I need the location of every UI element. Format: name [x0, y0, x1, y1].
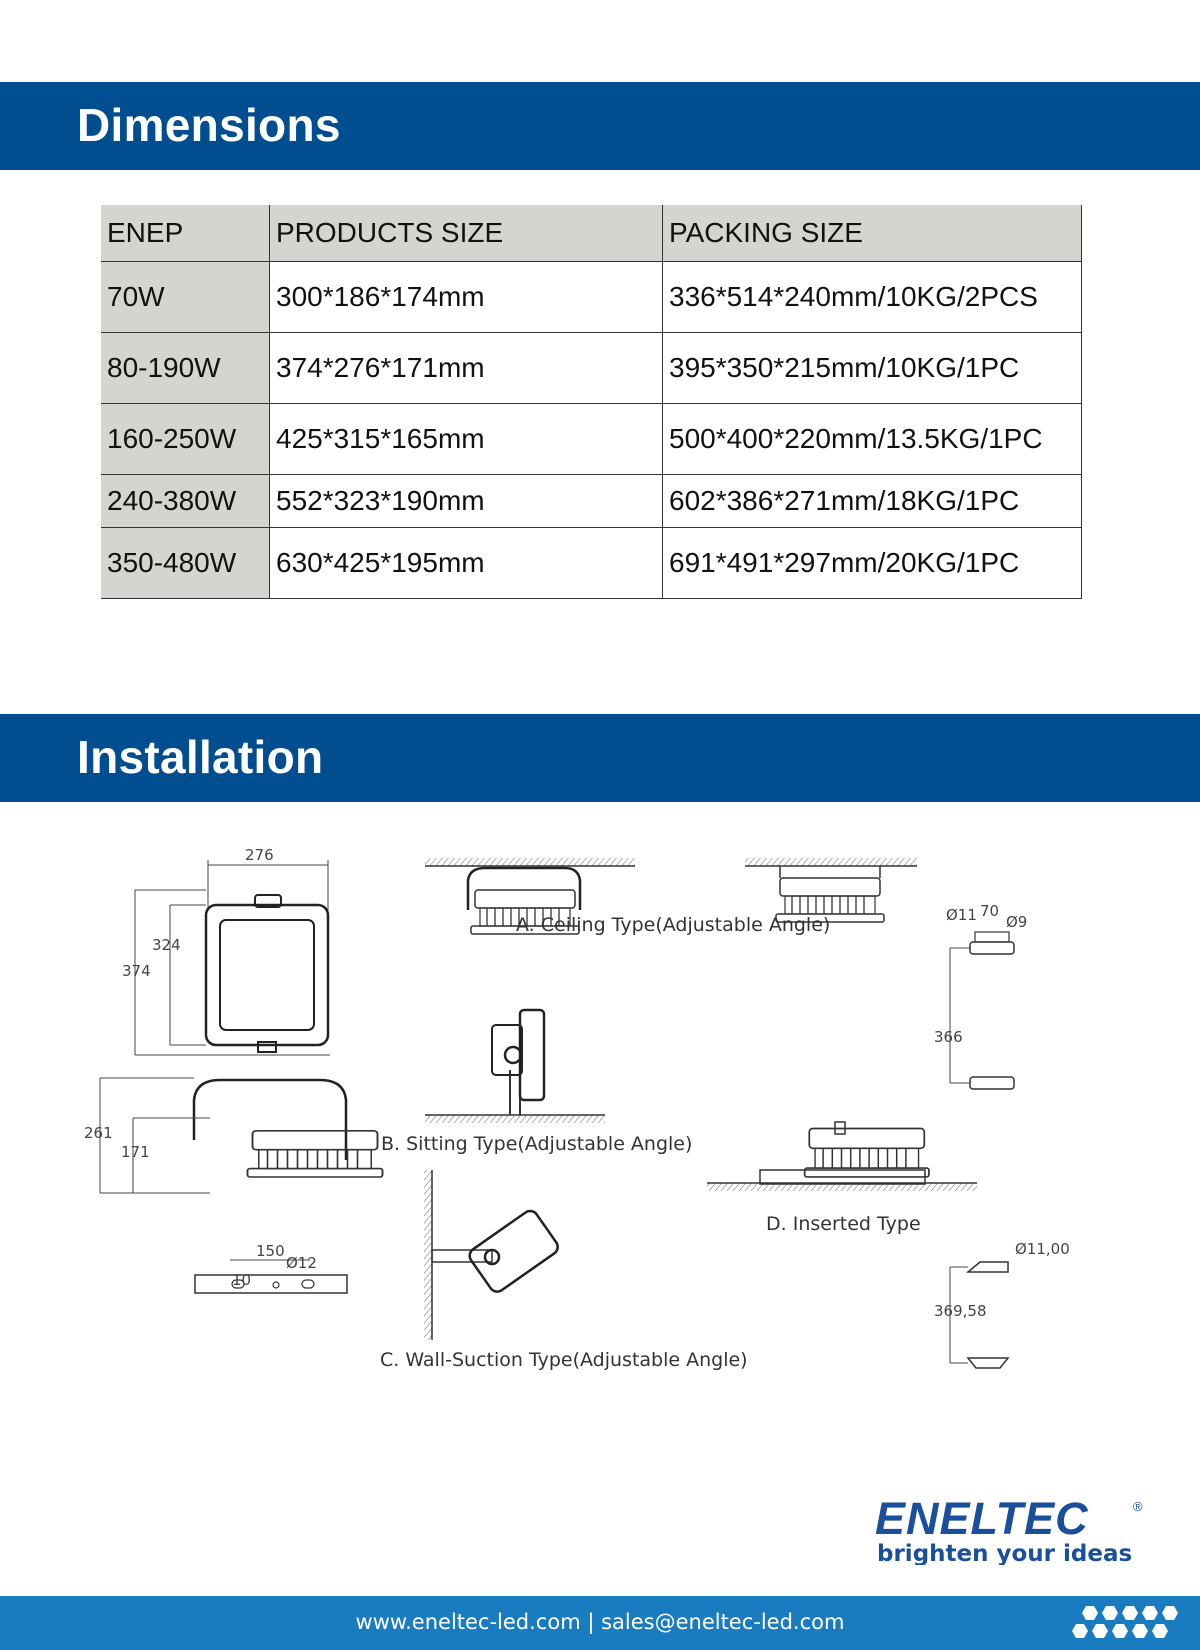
table-cell: 425*315*165mm: [269, 403, 663, 475]
inserted-type-label: D. Inserted Type: [766, 1213, 921, 1235]
dim-bracket-length: 150: [256, 1242, 285, 1260]
wall-suction-type-drawing: C. Wall-Suction Type(Adjustable Angle): [380, 1170, 748, 1371]
dim-mount-width: 70: [980, 902, 999, 920]
table-cell: 300*186*174mm: [269, 261, 663, 333]
dimensions-header-band: Dimensions: [0, 82, 1200, 170]
ceiling-type-drawing: A. Ceiling Type(Adjustable Angle): [425, 858, 917, 936]
table-header-row: ENEP PRODUCTS SIZE PACKING SIZE: [101, 205, 1082, 262]
sitting-type-label: B. Sitting Type(Adjustable Angle): [381, 1133, 692, 1155]
hexagon-pattern-icon: [1072, 1606, 1178, 1638]
table-header-cell: PACKING SIZE: [662, 205, 1082, 262]
brand-tagline: brighten your ideas: [877, 1541, 1132, 1565]
dimensions-title: Dimensions: [77, 99, 341, 151]
front-view-drawing: 276 324 374: [122, 846, 330, 1056]
table-cell: 500*400*220mm/13.5KG/1PC: [662, 403, 1082, 475]
brand-name: ENELTEC: [875, 1495, 1089, 1544]
dim-bracket-small: 10: [232, 1271, 251, 1289]
dim-top-width: 276: [245, 846, 274, 864]
sitting-type-drawing: B. Sitting Type(Adjustable Angle): [381, 1008, 692, 1155]
table-header-cell: ENEP: [101, 205, 270, 262]
footer-contact-text[interactable]: www.eneltec-led.com | sales@eneltec-led.…: [355, 1610, 845, 1634]
dim-outer-height: 374: [122, 962, 151, 980]
dimensions-table: ENEP PRODUCTS SIZE PACKING SIZE 70W 300*…: [101, 205, 1082, 599]
footer-bar: www.eneltec-led.com | sales@eneltec-led.…: [0, 1596, 1200, 1650]
brand-registered-mark: ®: [1133, 1499, 1143, 1514]
table-row: 80-190W 374*276*171mm 395*350*215mm/10KG…: [101, 332, 1082, 404]
table-cell: 691*491*297mm/20KG/1PC: [662, 527, 1082, 599]
table-cell: 602*386*271mm/18KG/1PC: [662, 474, 1082, 528]
dim-inner-height: 324: [152, 936, 181, 954]
dim-insert-height: 369,58: [934, 1302, 987, 1320]
table-cell: 630*425*195mm: [269, 527, 663, 599]
table-cell: 336*514*240mm/10KG/2PCS: [662, 261, 1082, 333]
table-row: 350-480W 630*425*195mm 691*491*297mm/20K…: [101, 527, 1082, 599]
insert-mount-drawing: Ø11,00 369,58: [934, 1240, 1070, 1369]
table-cell: 240-380W: [101, 474, 270, 528]
dim-insert-hole: Ø11,00: [1015, 1240, 1070, 1258]
table-cell: 160-250W: [101, 403, 270, 475]
dim-side-body: 171: [121, 1143, 150, 1161]
table-header-cell: PRODUCTS SIZE: [269, 205, 663, 262]
table-cell: 70W: [101, 261, 270, 333]
mount-plate-drawing: Ø11 70 Ø9 366: [934, 902, 1027, 1090]
ceiling-type-label: A. Ceiling Type(Adjustable Angle): [516, 914, 830, 936]
eneltec-logo: ENELTEC ® brighten your ideas: [875, 1493, 1150, 1570]
table-row: 70W 300*186*174mm 336*514*240mm/10KG/2PC…: [101, 261, 1082, 333]
side-view-drawing: 261 171: [84, 1077, 384, 1194]
dim-bracket-hole: Ø12: [286, 1254, 317, 1272]
inserted-type-drawing: D. Inserted Type: [707, 1121, 977, 1235]
table-cell: 80-190W: [101, 332, 270, 404]
table-cell: 395*350*215mm/10KG/1PC: [662, 332, 1082, 404]
table-cell: 350-480W: [101, 527, 270, 599]
installation-drawing: 276 324 374 261 171 150 Ø12 10: [84, 846, 1070, 1371]
table-cell: 552*323*190mm: [269, 474, 663, 528]
table-row: 160-250W 425*315*165mm 500*400*220mm/13.…: [101, 403, 1082, 475]
dim-mount-height: 366: [934, 1028, 963, 1046]
table-cell: 374*276*171mm: [269, 332, 663, 404]
dim-mount-hole-a: Ø11: [946, 906, 977, 924]
table-row: 240-380W 552*323*190mm 602*386*271mm/18K…: [101, 474, 1082, 528]
dim-side-total: 261: [84, 1124, 113, 1142]
installation-header-band: Installation: [0, 714, 1200, 802]
wall-suction-type-label: C. Wall-Suction Type(Adjustable Angle): [380, 1349, 748, 1371]
dim-mount-hole-b: Ø9: [1006, 913, 1027, 931]
installation-title: Installation: [77, 731, 324, 783]
bracket-drawing: 150 Ø12 10: [194, 1242, 348, 1294]
